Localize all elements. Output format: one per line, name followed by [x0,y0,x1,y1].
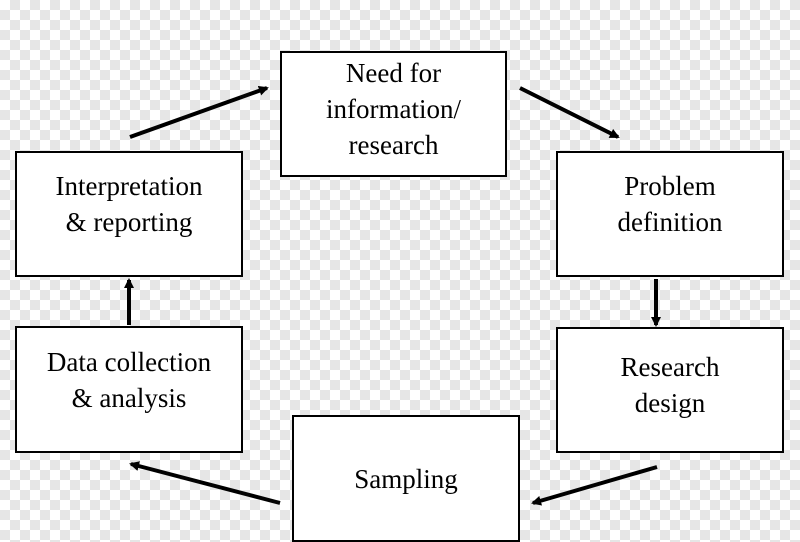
arrow-design-to-sampling [531,465,658,506]
node-interpretation-reporting: Interpretation & reporting [15,151,243,277]
node-problem-definition-label: Problem definition [617,171,723,237]
node-sampling-label: Sampling [354,463,458,494]
arrow-interpretation-to-need [129,85,269,139]
node-data-collection: Data collection & analysis [15,326,243,453]
node-interpretation-reporting-label: Interpretation & reporting [55,171,203,237]
node-need-for-information: Need for information/ research [280,51,507,177]
node-problem-definition: Problem definition [556,151,784,277]
node-research-design: Research design [556,327,784,453]
node-data-collection-label: Data collection & analysis [46,346,212,413]
arrow-sampling-to-collection [129,461,281,505]
node-research-design-label: Research design [620,352,720,418]
node-need-for-information-label: Need for information/ research [326,58,461,160]
node-sampling: Sampling [292,415,520,542]
arrow-need-to-problem [519,86,620,139]
